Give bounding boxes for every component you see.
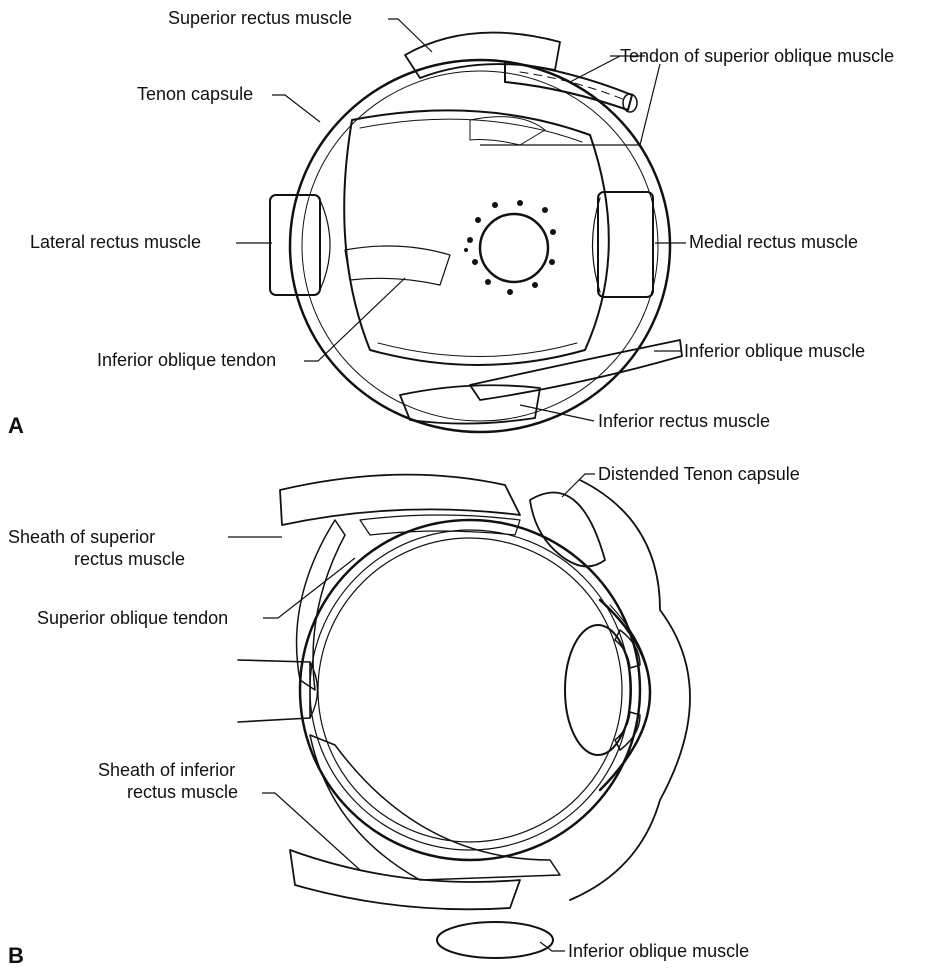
- label-lateral-rectus: Lateral rectus muscle: [30, 232, 201, 252]
- label-inferior-oblique-muscle-a: Inferior oblique muscle: [684, 341, 865, 361]
- label-tendon-superior-oblique: Tendon of superior oblique muscle: [620, 46, 894, 66]
- label-inferior-oblique-tendon: Inferior oblique tendon: [97, 350, 276, 370]
- panel-a-eyeball-illustration: [270, 33, 682, 432]
- panel-b-sagittal-illustration: [238, 475, 690, 958]
- label-tenon-capsule: Tenon capsule: [137, 84, 253, 104]
- label-inferior-oblique-muscle-b: Inferior oblique muscle: [568, 941, 749, 961]
- label-sheath-inferior-rectus-line2: rectus muscle: [127, 782, 238, 802]
- label-superior-rectus: Superior rectus muscle: [168, 8, 352, 28]
- label-distended-tenon-capsule: Distended Tenon capsule: [598, 464, 800, 484]
- label-sheath-superior-rectus-line2: rectus muscle: [74, 549, 185, 569]
- label-medial-rectus: Medial rectus muscle: [689, 232, 858, 252]
- label-sheath-superior-rectus-line1: Sheath of superior: [8, 527, 155, 547]
- panel-letter-b: B: [8, 943, 24, 968]
- panel-b-labels: Distended Tenon capsule Sheath of superi…: [8, 464, 800, 968]
- panel-letter-a: A: [8, 413, 24, 438]
- label-superior-oblique-tendon: Superior oblique tendon: [37, 608, 228, 628]
- panel-a-labels: Superior rectus muscle Tendon of superio…: [8, 8, 894, 438]
- label-inferior-rectus: Inferior rectus muscle: [598, 411, 770, 431]
- label-sheath-inferior-rectus-line1: Sheath of inferior: [98, 760, 235, 780]
